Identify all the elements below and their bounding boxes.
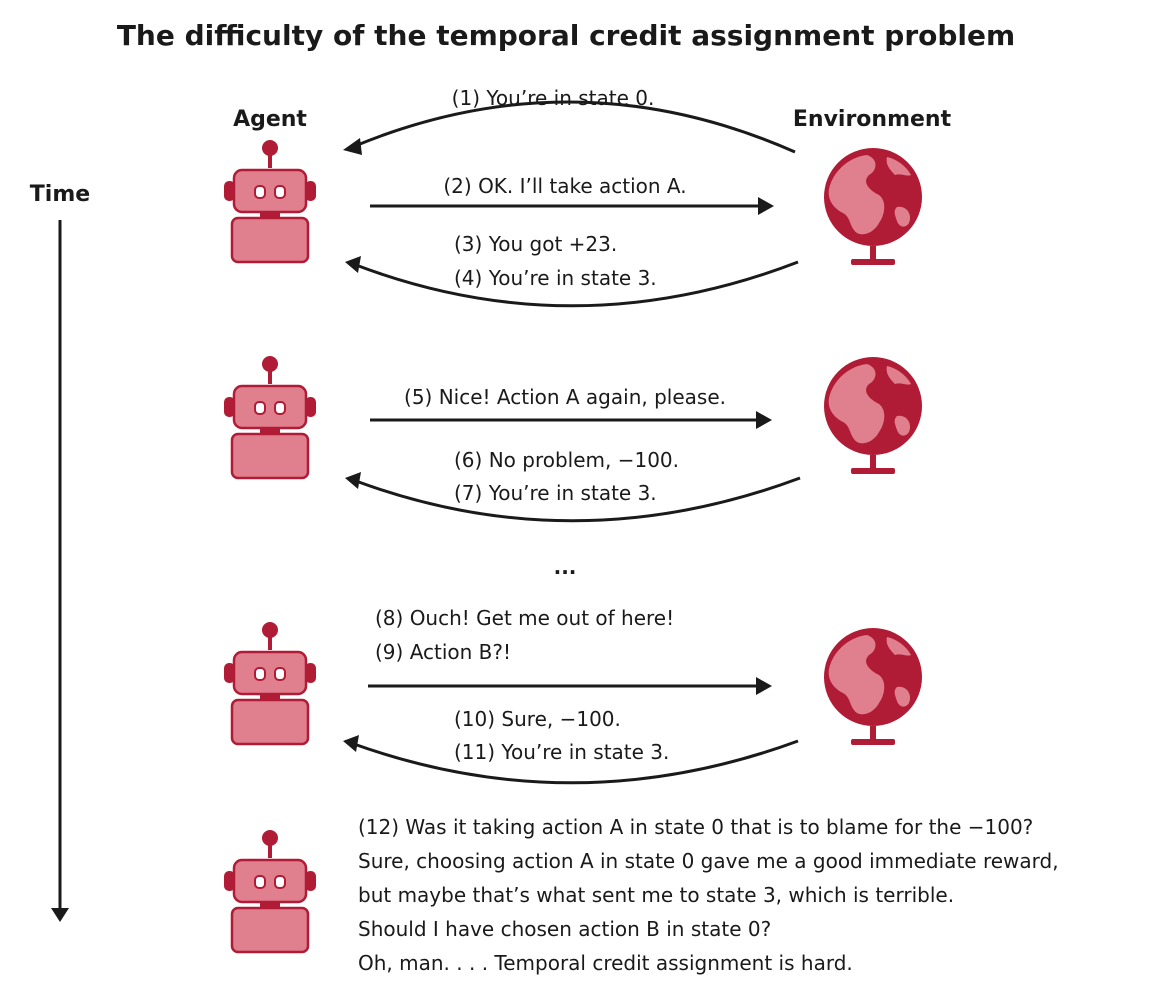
environment-header: Environment [793, 107, 952, 132]
globe-icon [824, 357, 922, 474]
robot-icon [222, 828, 318, 954]
message-1: (1) You’re in state 0. [452, 86, 655, 110]
time-axis [51, 220, 69, 922]
reflection-line: Sure, choosing action A in state 0 gave … [358, 849, 1059, 873]
message-9: (9) Action B?! [375, 640, 511, 664]
message-4: (4) You’re in state 3. [454, 266, 657, 290]
arrow-env-to-agent [345, 472, 801, 523]
arrow-agent-to-env [370, 411, 772, 429]
reflection-line: (12) Was it taking action A in state 0 t… [358, 815, 1033, 839]
arrow-env-to-agent [343, 735, 799, 785]
reflection-text: (12) Was it taking action A in state 0 t… [358, 815, 1059, 975]
reflection-line: Oh, man. . . . Temporal credit assignmen… [358, 951, 853, 975]
arrow-agent-to-env [368, 677, 772, 695]
arrow-env-to-agent [345, 256, 799, 308]
message-2: (2) OK. I’ll take action A. [443, 174, 686, 198]
arrow-agent-to-env [370, 197, 774, 215]
reflection-line: Should I have chosen action B in state 0… [358, 917, 771, 941]
robot-icon [222, 138, 318, 264]
message-10: (10) Sure, −100. [454, 707, 621, 731]
message-3: (3) You got +23. [454, 232, 617, 256]
reflection-line: but maybe that’s what sent me to state 3… [358, 883, 954, 907]
arrow-env-to-agent [343, 100, 796, 155]
time-label: Time [30, 182, 90, 207]
message-6: (6) No problem, −100. [454, 448, 679, 472]
globe-icon [824, 148, 922, 265]
message-5: (5) Nice! Action A again, please. [404, 385, 726, 409]
message-8: (8) Ouch! Get me out of here! [375, 606, 674, 630]
ellipsis: ... [554, 555, 577, 579]
globe-icon [824, 628, 922, 745]
robot-icon [222, 620, 318, 746]
message-11: (11) You’re in state 3. [454, 740, 669, 764]
diagram-title: The difficulty of the temporal credit as… [117, 19, 1015, 52]
message-7: (7) You’re in state 3. [454, 481, 657, 505]
agent-header: Agent [233, 107, 307, 132]
robot-icon [222, 354, 318, 480]
